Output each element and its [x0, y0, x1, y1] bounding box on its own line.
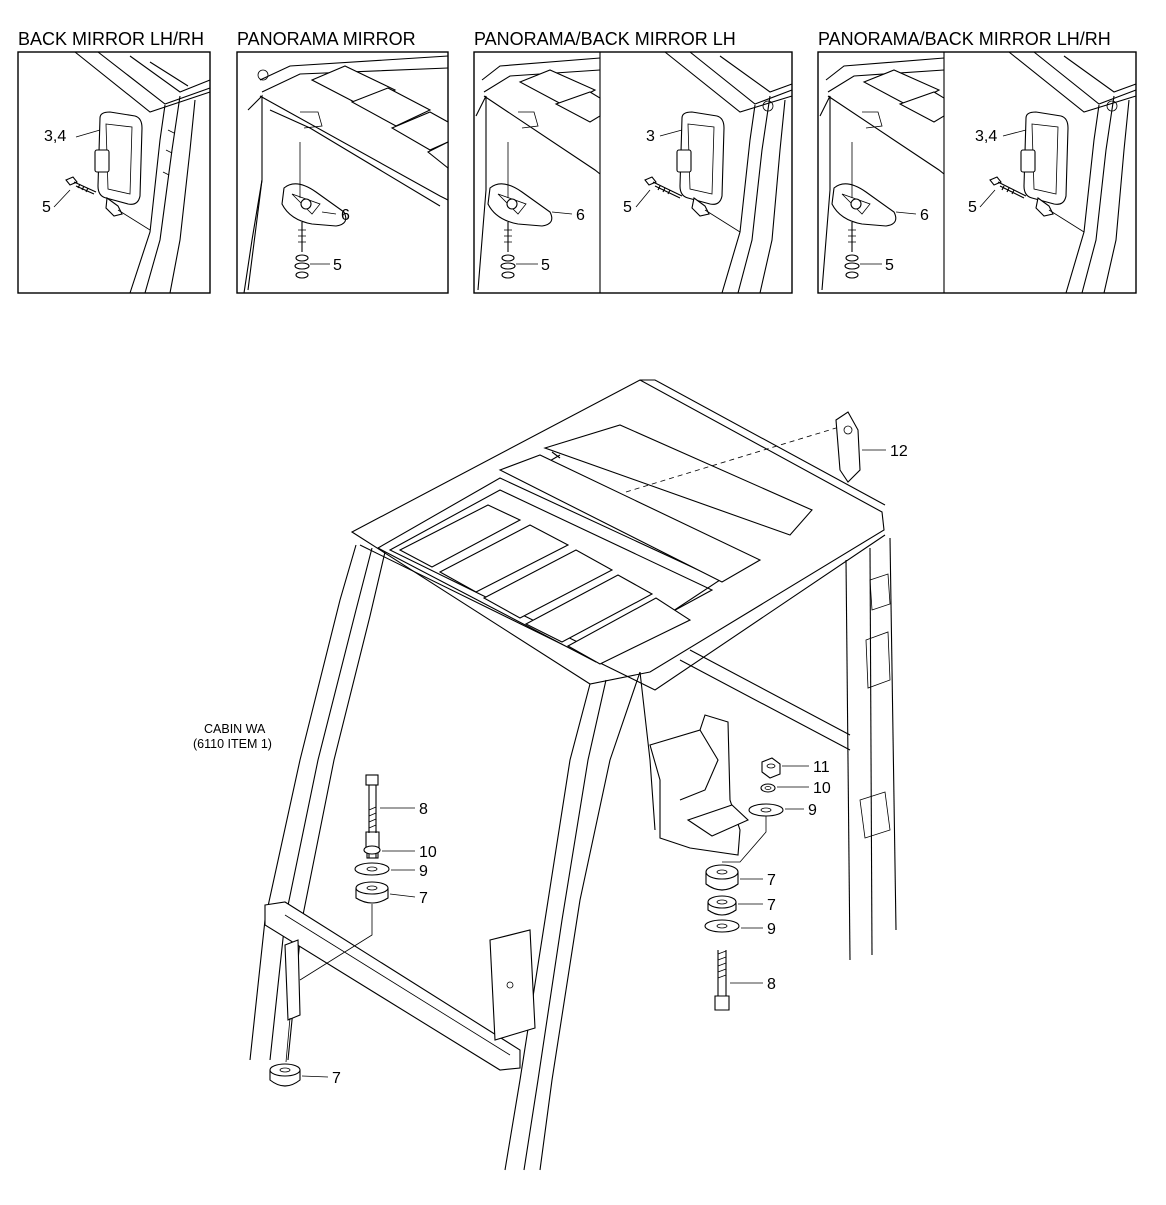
bolt-5 — [844, 222, 860, 279]
callout-9: 9 — [767, 921, 776, 938]
bolt-5 — [294, 222, 310, 279]
callout-7: 7 — [767, 872, 776, 889]
panel-title: BACK MIRROR LH/RH — [18, 29, 204, 49]
roof-slat — [482, 549, 614, 619]
bolt-5 — [644, 176, 683, 199]
callout-10: 10 — [813, 780, 831, 797]
bolt-8-head — [714, 995, 730, 1011]
cabin-caption-line1: CABIN WA — [204, 722, 266, 736]
callout-5: 5 — [885, 257, 894, 274]
panel-back-mirror-lh-rh: BACK MIRROR LH/RH 3,4 5 — [17, 29, 211, 294]
callout-12: 12 — [890, 443, 908, 460]
callout-8: 8 — [419, 801, 428, 818]
back-mirror — [676, 111, 741, 233]
callout-6: 6 — [576, 207, 585, 224]
callout-7: 7 — [332, 1070, 341, 1087]
callout-5: 5 — [42, 199, 51, 216]
right-mount-stack: 11 10 9 7 7 9 8 — [704, 757, 831, 1011]
washer-9 — [748, 803, 784, 817]
back-mirror — [94, 111, 151, 231]
panel-title: PANORAMA MIRROR — [237, 29, 416, 49]
cabin-assembly — [249, 379, 897, 1171]
roof-slat — [438, 524, 570, 593]
bottom-cross-member — [264, 901, 521, 1071]
callout-5: 5 — [623, 199, 632, 216]
callout-9: 9 — [419, 863, 428, 880]
callout-6: 6 — [341, 207, 350, 224]
mount-bracket — [284, 939, 301, 1021]
cab-corner-sketch — [74, 51, 211, 294]
bolt-5 — [500, 222, 516, 279]
panorama-mirror — [831, 142, 897, 227]
roof-frame-sketch — [819, 57, 945, 291]
callout-10: 10 — [419, 844, 437, 861]
panel-title: PANORAMA/BACK MIRROR LH — [474, 29, 736, 49]
panel-title: PANORAMA/BACK MIRROR LH/RH — [818, 29, 1111, 49]
cab-corner-sketch — [1008, 51, 1137, 294]
panorama-mirror — [487, 142, 553, 227]
callout-3-4: 3,4 — [975, 128, 997, 145]
callout-3: 3 — [646, 128, 655, 145]
callout-6: 6 — [920, 207, 929, 224]
callout-5: 5 — [968, 199, 977, 216]
cabin-caption-line2: (6110 ITEM 1) — [193, 737, 272, 751]
roof-slat — [398, 504, 522, 568]
callout-5: 5 — [333, 257, 342, 274]
bolt-5 — [65, 176, 97, 195]
sunroof-recess — [543, 424, 813, 536]
left-mount-stack: 8 10 9 7 7 — [269, 774, 437, 1087]
washer-9 — [354, 862, 390, 876]
callout-5: 5 — [541, 257, 550, 274]
panel-panorama-mirror: PANORAMA MIRROR — [236, 29, 449, 294]
roof-slat — [566, 597, 692, 665]
bolt-5 — [989, 176, 1027, 199]
callout-3-4: 3,4 — [44, 128, 66, 145]
washer-10 — [760, 783, 776, 793]
roof-frame-sketch — [475, 57, 601, 291]
panel-panorama-back-mirror-lh: PANORAMA/BACK MIRROR LH 6 5 — [473, 29, 793, 294]
roof-slat — [524, 574, 654, 643]
callout-7: 7 — [767, 897, 776, 914]
roof-frame-sketch — [243, 55, 449, 294]
back-mirror — [1020, 111, 1085, 233]
callout-8: 8 — [767, 976, 776, 993]
panel-panorama-back-mirror-lh-rh: PANORAMA/BACK MIRROR LH/RH 6 5 — [817, 29, 1137, 294]
callout-7: 7 — [419, 890, 428, 907]
rear-bracket — [649, 714, 741, 856]
cab-corner-sketch — [664, 51, 793, 294]
washer-10 — [363, 845, 381, 855]
washer-9 — [704, 919, 740, 933]
callout-11: 11 — [813, 759, 830, 776]
sun-visor-12: 12 — [625, 411, 908, 493]
callout-9: 9 — [808, 802, 817, 819]
panorama-mirror — [281, 142, 347, 227]
